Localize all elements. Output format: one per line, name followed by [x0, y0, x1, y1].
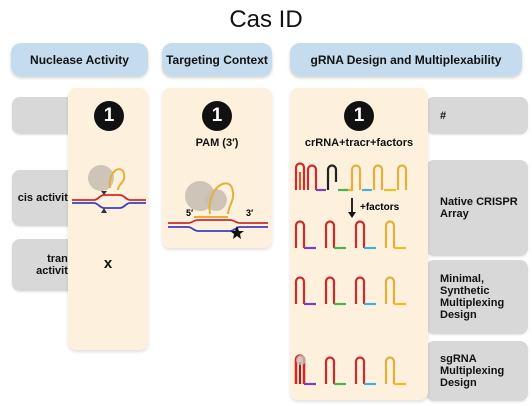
targeting-count-badge: 1 [202, 101, 232, 131]
cas-protein-shape [205, 189, 227, 211]
pam-star-icon [230, 226, 244, 239]
header-targeting-context: Targeting Context [162, 43, 272, 76]
target-strand [72, 194, 146, 201]
row-label-native-array: Native CRISPR Array [426, 160, 528, 256]
five-prime-label: 5′ [186, 208, 193, 218]
nuclease-panel [68, 88, 148, 350]
cut-site-top-icon [101, 191, 107, 195]
row-label-count-right: # [426, 97, 528, 134]
minimal-design-illustration [294, 276, 406, 306]
native-array-illustration: +factors [294, 162, 408, 250]
grna-components-label: crRNA+tracr+factors [304, 137, 414, 149]
cis-cleavage-illustration [72, 165, 146, 213]
row-label-sgrna-design: sgRNA Multiplexing Design [426, 341, 528, 401]
header-nuclease-activity: Nuclease Activity [11, 43, 148, 76]
grna-panel [290, 88, 428, 400]
guide-rna-loop [108, 168, 126, 191]
three-prime-label: 3′ [246, 208, 253, 218]
header-grna-design: gRNA Design and Multiplexability [290, 43, 522, 76]
nontarget-strand [72, 202, 146, 209]
nuclease-count-badge: 1 [94, 101, 124, 131]
row-label-minimal-design: Minimal, Synthetic Multiplexing Design [426, 260, 528, 334]
pam-targeting-illustration: 5′ 3′ [168, 181, 268, 239]
trans-activity-mark: x [103, 255, 113, 272]
factors-label: +factors [360, 202, 400, 213]
guide-rna-loop [208, 182, 235, 215]
pam-label: PAM (3′) [195, 137, 239, 149]
cas-protein-shape [88, 165, 114, 191]
sgrna-design-illustration [294, 354, 406, 386]
nontarget-strand [168, 226, 268, 232]
target-strand [168, 219, 268, 224]
diagram-title: Cas ID [229, 6, 303, 33]
cut-site-bottom-icon [101, 208, 107, 213]
grna-count-badge: 1 [344, 101, 374, 131]
